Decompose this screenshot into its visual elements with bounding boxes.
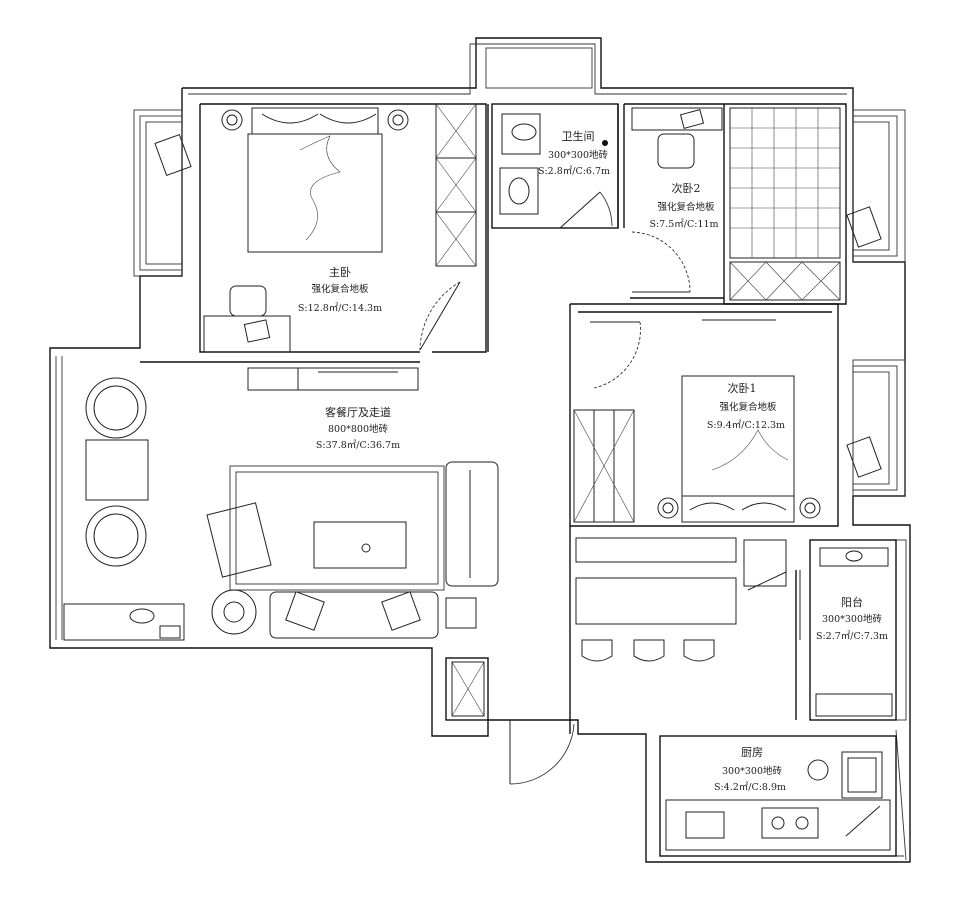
chair-icon xyxy=(229,285,267,317)
bar-stool-icon xyxy=(683,639,715,662)
side-cabinet xyxy=(63,603,185,641)
bedroom-1-area: S:9.4㎡/C:12.3m xyxy=(707,420,785,431)
lamp-icon xyxy=(657,497,679,519)
round-chair-icon xyxy=(85,505,147,567)
kitchen-name: 厨房 xyxy=(741,746,763,759)
bay-chair-icon xyxy=(846,206,882,248)
living-furniture xyxy=(63,377,575,785)
desk-bedroom-2 xyxy=(631,107,723,131)
kitchen-floor: 300*300地砖 xyxy=(722,765,783,777)
master-bedroom-floor: 强化复合地板 xyxy=(311,283,369,295)
bedroom-1-floor: 强化复合地板 xyxy=(719,401,777,413)
wardrobe-bedroom-2 xyxy=(729,261,841,301)
balcony-basin xyxy=(819,547,889,567)
desk-master xyxy=(203,315,291,353)
balcony-name: 阳台 xyxy=(841,595,863,609)
master-bedroom-furniture xyxy=(154,103,477,391)
living-name: 客餐厅及走道 xyxy=(325,405,391,419)
tv-cabinet xyxy=(247,367,419,391)
round-chair-icon xyxy=(85,377,147,439)
balcony-floor: 300*300地砖 xyxy=(822,613,883,625)
kitchen-area: S:4.2㎡/C:8.9m xyxy=(714,782,786,793)
bedroom-2-floor: 强化复合地板 xyxy=(657,201,715,213)
sofa-main xyxy=(269,591,439,639)
wardrobe-master xyxy=(435,103,477,267)
room-labels: 主卧 强化复合地板 S:12.8㎡/C:14.3m 卫生间 300*300地砖 … xyxy=(298,129,888,793)
toilet-icon xyxy=(501,113,541,155)
bar-counter xyxy=(575,537,737,563)
master-bedroom-name: 主卧 xyxy=(329,266,351,279)
basin-icon xyxy=(499,167,539,215)
master-bedroom-area: S:12.8㎡/C:14.3m xyxy=(298,303,382,314)
bedroom-2-furniture xyxy=(631,107,882,301)
bay-chair-icon xyxy=(846,436,882,478)
armchair xyxy=(206,502,272,578)
living-area: S:37.8㎡/C:36.7m xyxy=(316,440,400,451)
bedroom-2-area: S:7.5㎡/C:11m xyxy=(649,219,718,230)
shoe-cabinet xyxy=(451,661,485,717)
sink-icon xyxy=(841,751,883,799)
person-icon xyxy=(807,759,829,781)
living-floor: 800*800地砖 xyxy=(328,423,389,435)
bed-bedroom-2 xyxy=(729,107,841,259)
bar-stool-icon xyxy=(633,639,665,662)
dining-table xyxy=(85,439,149,501)
kitchen-counter xyxy=(665,799,891,851)
coffee-table xyxy=(313,521,407,569)
lamp-icon xyxy=(799,497,821,519)
rug xyxy=(229,465,445,591)
bar-stool-icon xyxy=(581,639,613,662)
chair-icon xyxy=(657,133,695,169)
side-table-icon xyxy=(211,589,257,635)
balcony-area: S:2.7㎡/C:7.3m xyxy=(816,631,888,642)
bed-master xyxy=(247,133,383,253)
balcony-fixtures xyxy=(815,547,893,717)
bathroom-floor: 300*300地砖 xyxy=(548,149,609,161)
interior-walls xyxy=(140,103,897,857)
dining-bar xyxy=(575,537,801,662)
bay-chair-icon xyxy=(154,133,192,177)
bathroom-area: S:2.8㎡/C:6.7m xyxy=(538,166,610,177)
window-bathroom xyxy=(485,47,593,89)
bedroom-2-name: 次卧2 xyxy=(672,181,701,195)
outer-walls xyxy=(49,37,911,863)
bay-window-master xyxy=(133,109,183,277)
kitchen-fixtures xyxy=(665,751,891,851)
sofa-side xyxy=(445,461,499,587)
bathroom-fixtures xyxy=(499,113,613,229)
washer-icon xyxy=(815,693,893,717)
bedroom-1-furniture xyxy=(573,319,882,523)
bar-table xyxy=(575,577,737,625)
fridge-icon xyxy=(743,539,787,587)
wardrobe-bedroom-1 xyxy=(573,409,635,523)
drain-icon xyxy=(602,140,608,146)
lamp-icon xyxy=(387,109,409,131)
stove-icon xyxy=(761,807,819,839)
lamp-icon xyxy=(221,109,243,131)
bedroom-1-name: 次卧1 xyxy=(728,381,757,395)
bathroom-name: 卫生间 xyxy=(562,129,595,143)
phone-table xyxy=(445,597,477,629)
